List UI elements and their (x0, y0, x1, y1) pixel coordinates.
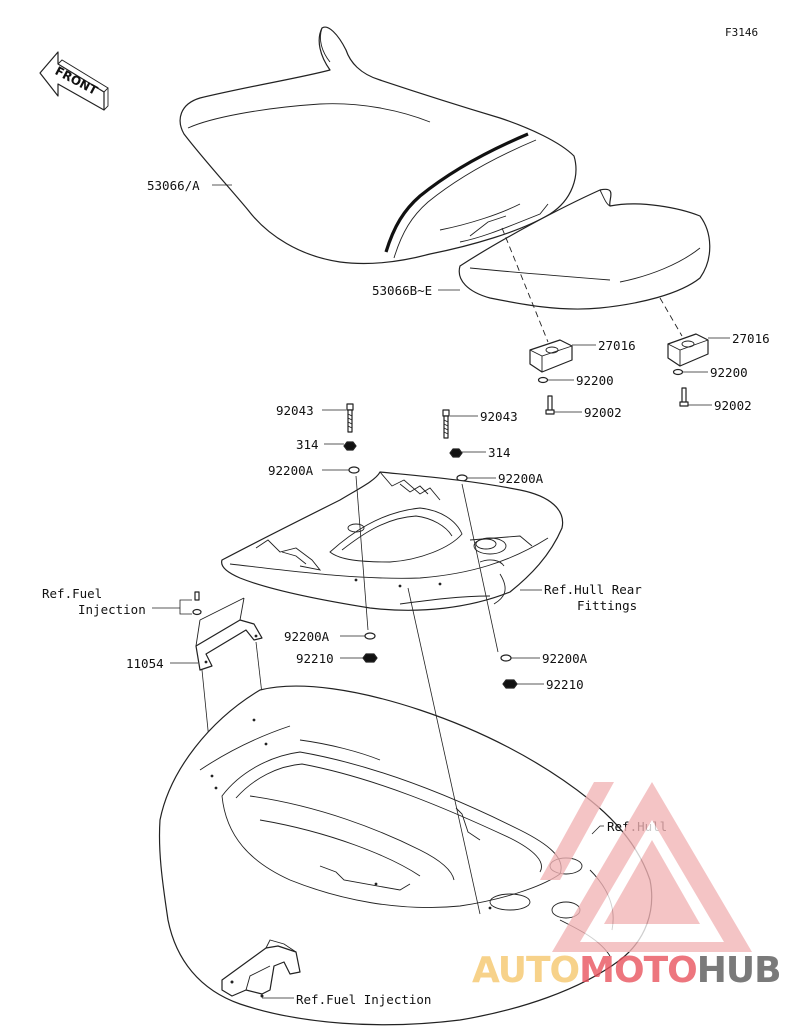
stud-left (346, 403, 354, 433)
nut-right-label: 314 (488, 445, 511, 460)
ref-fuel-bottom-label: Ref.Fuel Injection (296, 992, 431, 1007)
damper-right (667, 333, 709, 367)
nut-left-label: 314 (296, 437, 319, 452)
bracket (195, 597, 263, 671)
bracket-label: 11054 (126, 656, 164, 671)
nut-low-left-label: 92210 (296, 651, 334, 666)
nut-low-right-label: 92210 (546, 677, 584, 692)
damper-left-label: 27016 (598, 338, 636, 353)
bolt-left-label: 92002 (584, 405, 622, 420)
front-arrow-icon: FRONT (39, 51, 109, 111)
watermark-logo: AUTOMOTOHUB (472, 782, 782, 991)
washer-a-top-left (348, 466, 360, 474)
stud-right-label: 92043 (480, 409, 518, 424)
watermark-part1: AUTO (472, 950, 579, 991)
washer-a-top-left-label: 92200A (268, 463, 314, 478)
washer-left-label: 92200 (576, 373, 614, 388)
watermark-part3: HUB (697, 950, 781, 991)
nut-left (343, 441, 357, 451)
washer-a-low-left (364, 632, 376, 640)
washer-a-top-right-label: 92200A (498, 471, 544, 486)
ref-fuel-line1: Ref.Fuel (42, 586, 102, 601)
ref-hull-rear-line2: Fittings (577, 598, 637, 613)
seat-front-label: 53066/A (147, 178, 200, 193)
stud-right (442, 409, 450, 439)
nut-low-right (502, 679, 518, 689)
nut-right (449, 448, 463, 458)
washer-a-low-left-label: 92200A (284, 629, 330, 644)
damper-left (529, 339, 573, 373)
watermark-part2: MOTO (579, 950, 697, 991)
diagram-code: F3146 (725, 26, 758, 39)
seat-rear-label: 53066B~E (372, 283, 432, 298)
bolt-right (679, 387, 689, 407)
ref-hull-rear-line1: Ref.Hull Rear (544, 582, 642, 597)
washer-a-low-right (500, 654, 512, 662)
small-bolt (192, 591, 202, 616)
fuel-injection-bracket (221, 939, 301, 998)
bolt-left (545, 395, 555, 415)
front-seat (179, 26, 577, 265)
ref-fuel-line2: Injection (78, 602, 146, 617)
rear-seat (458, 188, 711, 310)
nut-low-left (362, 653, 378, 663)
washer-a-low-right-label: 92200A (542, 651, 588, 666)
washer-left (537, 376, 549, 384)
hull-rear-fittings (221, 471, 564, 611)
stud-left-label: 92043 (276, 403, 314, 418)
svg-text:AUTOMOTOHUB: AUTOMOTOHUB (472, 950, 781, 991)
bolt-right-label: 92002 (714, 398, 752, 413)
damper-right-label: 27016 (732, 331, 770, 346)
washer-right-label: 92200 (710, 365, 748, 380)
washer-right (672, 368, 684, 376)
